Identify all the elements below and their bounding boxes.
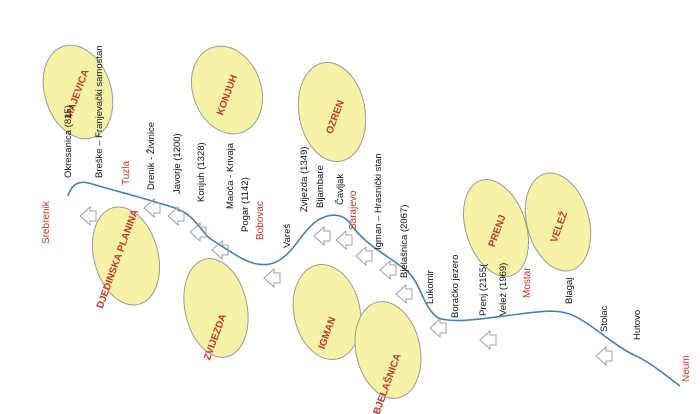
mountain-ellipse-konjuh: KONJUH (191, 45, 263, 135)
mountain-ellipse-prenj: PRENJ (463, 179, 529, 277)
arrow-icon (167, 206, 185, 226)
arrow-icon (479, 330, 497, 350)
waypoint-label: Igman – Hrasnički stan (373, 153, 384, 250)
arrow-icon (595, 346, 613, 366)
arrow-icon (263, 268, 281, 288)
waypoint-label: Bijambare (315, 165, 326, 208)
waypoint-label: Pogar (1142) (240, 177, 251, 232)
mountain-ellipse-velez: VELEŽ (524, 172, 592, 272)
mountain-ellipse-djedinska: DJEDINSKA PLANINA (91, 206, 161, 310)
route-line (67, 181, 681, 387)
city-label-bobovac: Bobovac (255, 201, 266, 240)
waypoint-labels: Okresanica (815) Breške – Franjevački sa… (63, 45, 643, 340)
arrow-icon (429, 318, 447, 338)
waypoint-label: Čavljak (335, 174, 346, 205)
mountain-ellipse-igman: IGMAN (292, 264, 362, 360)
waypoint-label: Hutovo (632, 310, 643, 340)
waypoint-label: Prenj (2155( (478, 263, 489, 316)
arrow-icon (379, 260, 397, 280)
waypoint-label: Konjuh (1328) (196, 142, 207, 202)
arrow-icon (313, 226, 331, 246)
arrow-icon (355, 246, 373, 266)
mountain-ellipse-zvijezda: ZVIJEZDA (183, 258, 249, 362)
arrow-icon (79, 206, 97, 226)
arrow-icon (335, 230, 353, 250)
city-label-tuzla: Tuzla (121, 160, 132, 185)
arrow-icon (395, 284, 413, 304)
waypoint-label: Blagaj (564, 278, 575, 304)
waypoint-label: Bjelašnica (2067) (399, 205, 410, 278)
waypoint-label: Okresanica (815) (63, 105, 74, 178)
waypoint-label: Maoča - Krivaja (225, 142, 236, 209)
waypoint-label: Breške – Franjevački samostan (94, 45, 105, 178)
city-label-srebrenik: Srebrenik (41, 200, 52, 244)
mountain-ellipse-majevica: MAJEVICA (42, 44, 114, 140)
city-labels: Srebrenik Tuzla Bobovac Sarajevo Mostar … (41, 160, 692, 382)
waypoint-label: Vareš (282, 224, 293, 248)
city-label-mostar: Mostar (522, 267, 533, 298)
waypoint-label: Stolac (599, 305, 610, 332)
waypoint-label: Velež (1969) (498, 263, 509, 316)
mountain-ellipse-ozren: OZREN (297, 61, 367, 163)
waypoint-label: Zvijezda (1349) (299, 147, 310, 212)
city-label-sarajevo: Sarajevo (348, 190, 359, 230)
waypoint-label: Drenik - Živinice (146, 122, 157, 190)
arrow-icon (211, 240, 229, 260)
waypoint-label: Javorje (1200) (172, 133, 183, 194)
waypoint-label: Boračko jezero (450, 255, 461, 318)
city-label-neum: Neum (681, 355, 692, 382)
waypoint-label: Lukomir (425, 270, 436, 304)
